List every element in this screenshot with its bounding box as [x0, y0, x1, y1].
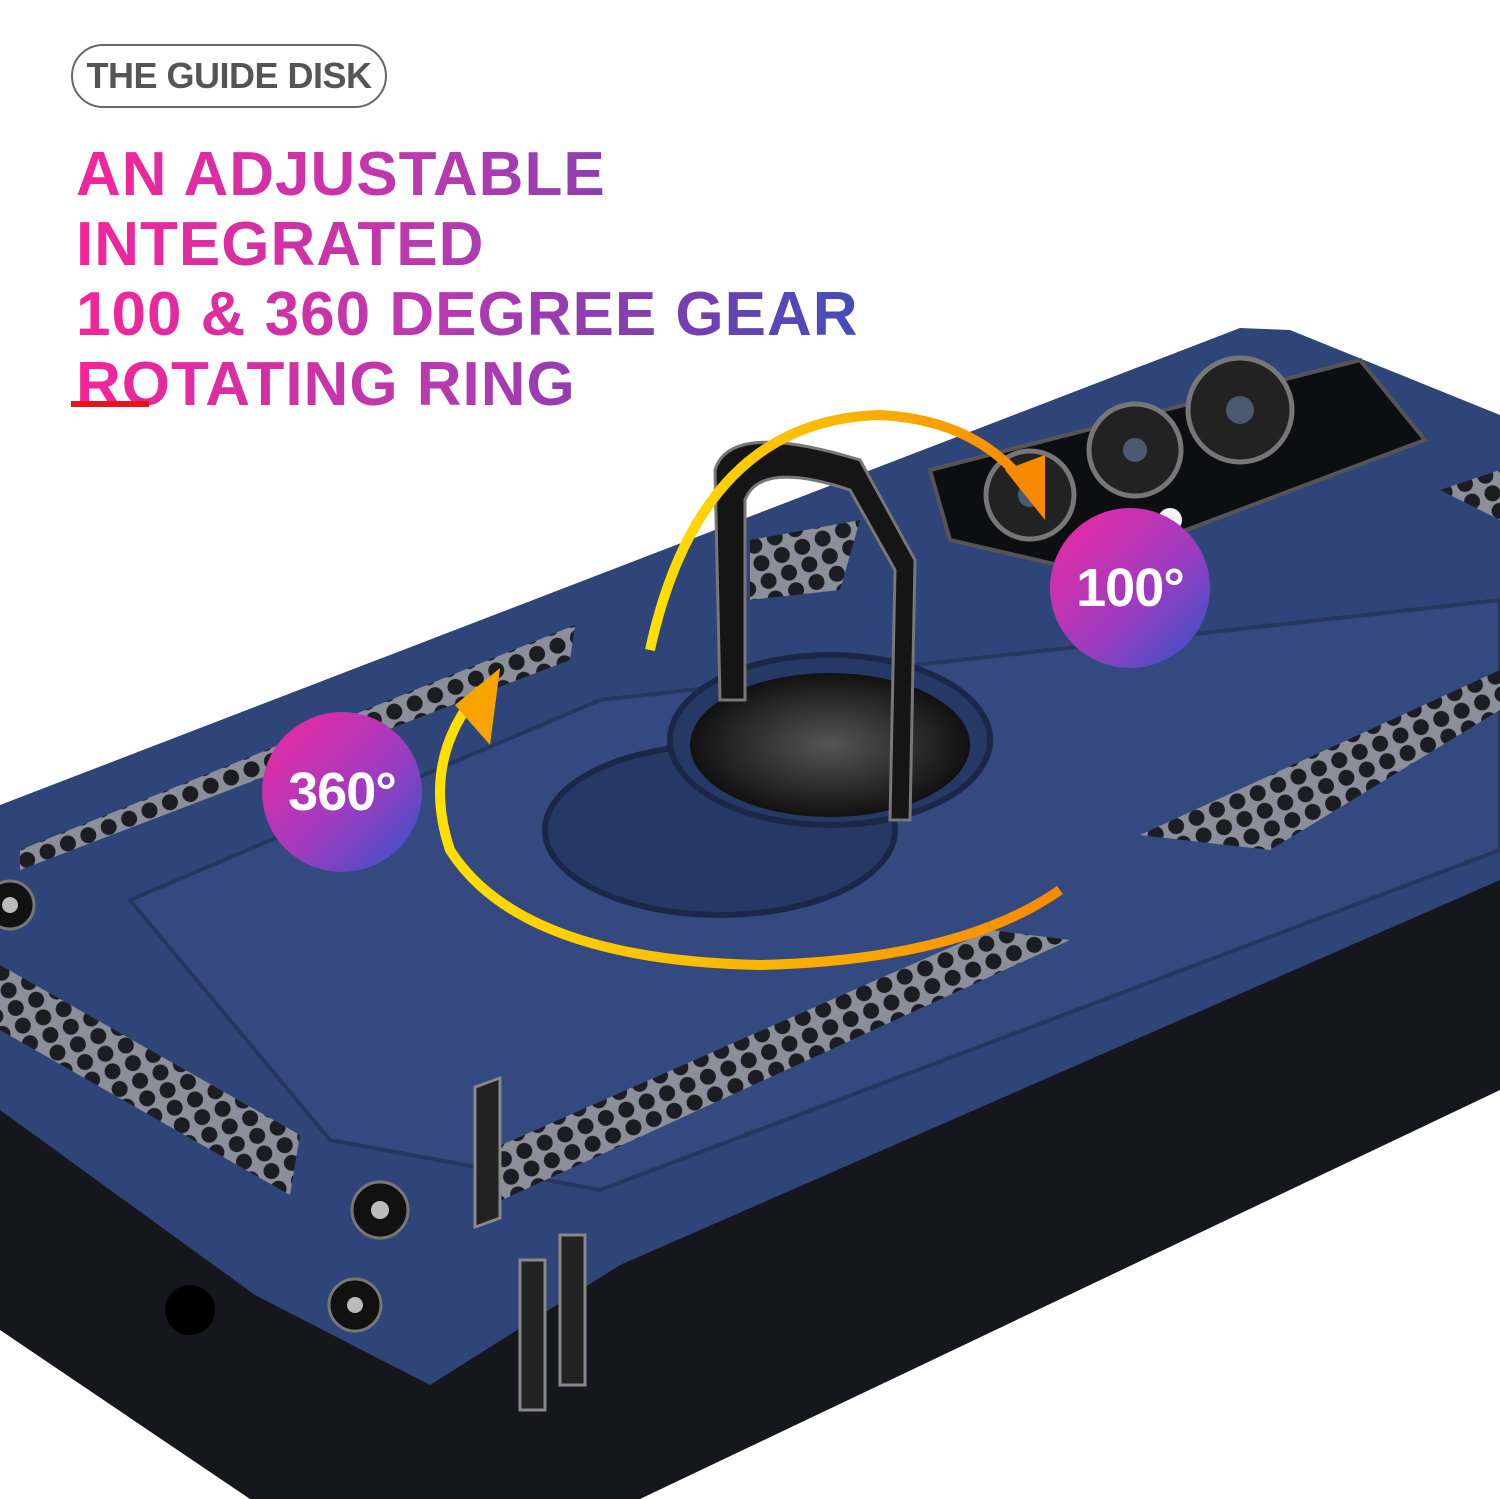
grip-strip	[0, 965, 300, 1195]
case-side-edge	[0, 860, 1500, 1499]
accent-bar	[71, 401, 149, 407]
badge-100: 100°	[1050, 508, 1210, 668]
ring-holder	[542, 440, 993, 918]
grip-strip	[1440, 470, 1500, 520]
screw	[350, 1180, 410, 1240]
arrowhead-icon	[1005, 455, 1045, 520]
grip-strip	[750, 520, 860, 600]
screw	[0, 879, 36, 931]
headline-line: AN ADJUSTABLE INTEGRATED	[76, 140, 976, 280]
grip-strip	[480, 930, 1070, 1210]
badge-360: 360°	[262, 712, 422, 872]
grip-strip	[1140, 670, 1500, 850]
headline-line: 100 & 360 DEGREE GEAR	[76, 280, 976, 350]
rotate-360-arrow	[435, 686, 1063, 971]
screw	[327, 1277, 383, 1333]
rotate-100-arrow	[645, 409, 1035, 652]
side-buttons	[165, 1075, 587, 1412]
headline: AN ADJUSTABLE INTEGRATED 100 & 360 DEGRE…	[76, 140, 976, 420]
arrowhead-icon	[455, 668, 500, 745]
headline-line: ROTATING RING	[76, 350, 976, 420]
section-tag: THE GUIDE DISK	[71, 44, 387, 108]
